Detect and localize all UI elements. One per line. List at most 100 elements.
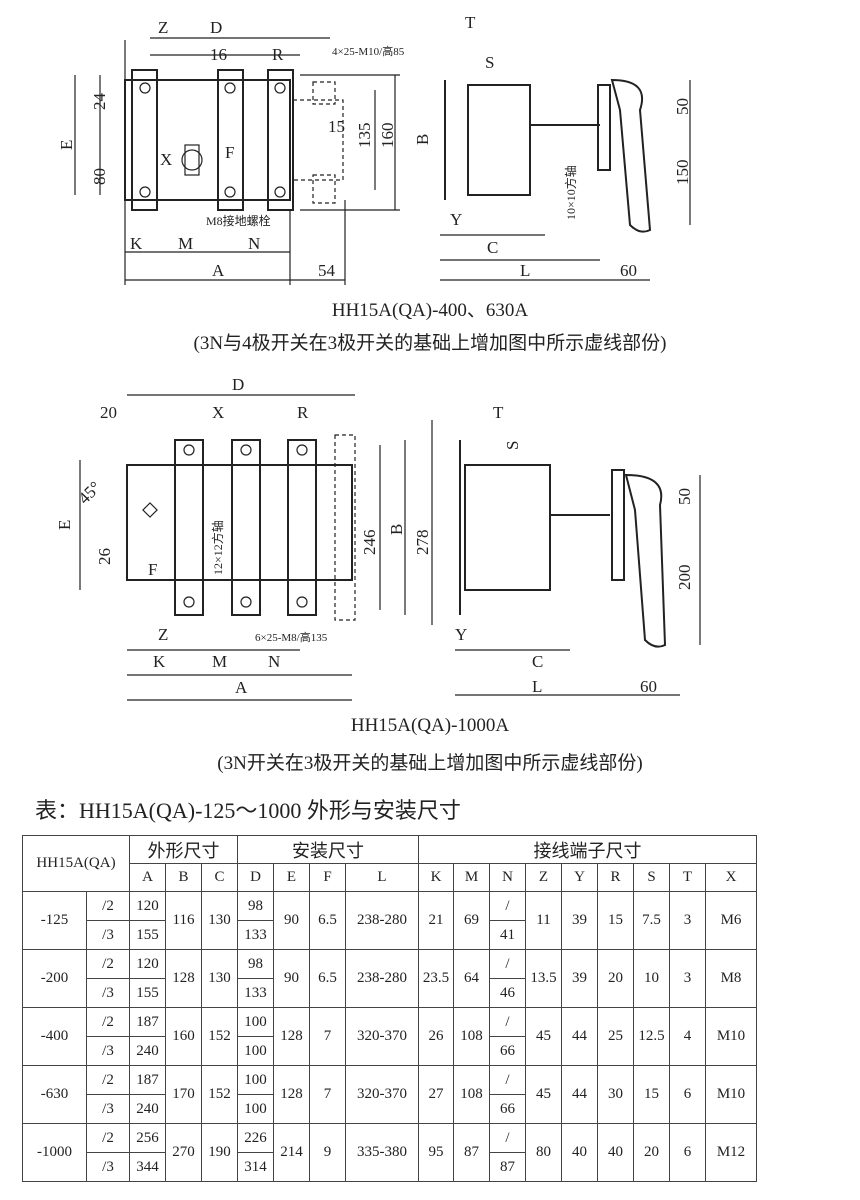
cell-s: 12.5 [633, 1007, 671, 1066]
model-header: HH15A(QA) [22, 835, 130, 892]
model-cell: -1000 [22, 1123, 87, 1182]
svg-text:6×25-M8/高135: 6×25-M8/高135 [255, 630, 328, 644]
svg-text:200: 200 [675, 565, 694, 591]
variant-cell: /2 [86, 1123, 130, 1153]
cell-a: 240 [129, 1036, 166, 1066]
cell-m: 64 [453, 949, 491, 1008]
cell-t: 3 [669, 891, 707, 950]
cell-z: 13.5 [525, 949, 563, 1008]
model-cell: -125 [22, 891, 87, 950]
cell-d: 98 [237, 949, 275, 979]
cell-a: 240 [129, 1094, 166, 1124]
svg-text:R: R [297, 403, 309, 422]
svg-text:26: 26 [95, 548, 114, 565]
cell-m: 69 [453, 891, 491, 950]
drawing2-labels: D 20 X R T S 45° E 26 F 12×12方轴 246 B 27… [55, 375, 694, 697]
cell-x: M10 [705, 1065, 758, 1124]
drawing2-side-view [455, 440, 701, 696]
cell-k: 95 [418, 1123, 455, 1182]
cell-a: 155 [129, 920, 166, 950]
cell-b: 160 [165, 1007, 202, 1066]
svg-text:T: T [493, 403, 504, 422]
cell-c: 152 [200, 1007, 239, 1066]
cell-d: 98 [237, 891, 275, 921]
variant-cell: /3 [86, 1094, 130, 1124]
cell-s: 7.5 [633, 891, 671, 950]
svg-text:K: K [130, 234, 143, 253]
column-header-c: C [200, 863, 239, 892]
svg-text:160: 160 [378, 123, 397, 149]
drawing1-labels: Z D 16 R 4×25-M10/高85 24 E 80 X F 15 135… [57, 13, 692, 280]
variant-cell: /3 [86, 978, 130, 1008]
cell-l: 320-370 [345, 1007, 420, 1066]
svg-text:246: 246 [360, 530, 379, 556]
cell-a: 187 [129, 1007, 166, 1037]
cell-r: 25 [597, 1007, 635, 1066]
cell-k: 27 [418, 1065, 455, 1124]
column-header-r: R [597, 863, 635, 892]
cell-r: 40 [597, 1123, 635, 1182]
cell-b: 270 [165, 1123, 202, 1182]
cell-f: 7 [309, 1007, 347, 1066]
cell-a: 256 [129, 1123, 166, 1153]
cell-d: 133 [237, 920, 275, 950]
svg-text:4×25-M10/高85: 4×25-M10/高85 [332, 44, 405, 58]
svg-text:Y: Y [455, 625, 467, 644]
svg-text:S: S [503, 441, 522, 450]
cell-x: M6 [705, 891, 758, 950]
svg-text:B: B [413, 134, 432, 145]
cell-y: 44 [561, 1065, 599, 1124]
svg-text:Z: Z [158, 18, 168, 37]
cell-f: 9 [309, 1123, 347, 1182]
cell-n: 46 [489, 978, 527, 1008]
column-header-m: M [453, 863, 491, 892]
svg-text:X: X [212, 403, 224, 422]
drawing2-front-view [79, 394, 433, 701]
svg-text:278: 278 [413, 530, 432, 556]
cell-d: 133 [237, 978, 275, 1008]
svg-text:T: T [465, 13, 476, 32]
variant-cell: /2 [86, 891, 130, 921]
svg-text:20: 20 [100, 403, 117, 422]
variant-cell: /2 [86, 1007, 130, 1037]
cell-k: 26 [418, 1007, 455, 1066]
cell-b: 116 [165, 891, 202, 950]
group-install: 安装尺寸 [237, 835, 420, 864]
column-header-s: S [633, 863, 671, 892]
cell-a: 120 [129, 949, 166, 979]
svg-text:C: C [532, 652, 543, 671]
svg-text:A: A [212, 261, 225, 280]
cell-c: 152 [200, 1065, 239, 1124]
svg-text:54: 54 [318, 261, 336, 280]
cell-a: 155 [129, 978, 166, 1008]
svg-text:C: C [487, 238, 498, 257]
cell-z: 80 [525, 1123, 563, 1182]
svg-text:D: D [232, 375, 244, 394]
cell-s: 10 [633, 949, 671, 1008]
column-header-l: L [345, 863, 420, 892]
cell-r: 30 [597, 1065, 635, 1124]
cell-y: 40 [561, 1123, 599, 1182]
svg-text:N: N [268, 652, 280, 671]
drawing1-caption: HH15A(QA)-400、630A [331, 300, 529, 321]
svg-text:E: E [57, 140, 76, 150]
cell-t: 6 [669, 1123, 707, 1182]
svg-text:150: 150 [673, 160, 692, 186]
column-header-y: Y [561, 863, 599, 892]
svg-text:F: F [148, 560, 157, 579]
group-outline: 外形尺寸 [128, 835, 239, 864]
cell-l: 238-280 [345, 891, 420, 950]
cell-c: 190 [200, 1123, 239, 1182]
column-header-e: E [273, 863, 311, 892]
cell-z: 45 [525, 1065, 563, 1124]
cell-m: 108 [453, 1065, 491, 1124]
cell-k: 21 [418, 891, 455, 950]
cell-n: 41 [489, 920, 527, 950]
cell-f: 6.5 [309, 891, 347, 950]
cell-n: / [489, 1065, 527, 1095]
